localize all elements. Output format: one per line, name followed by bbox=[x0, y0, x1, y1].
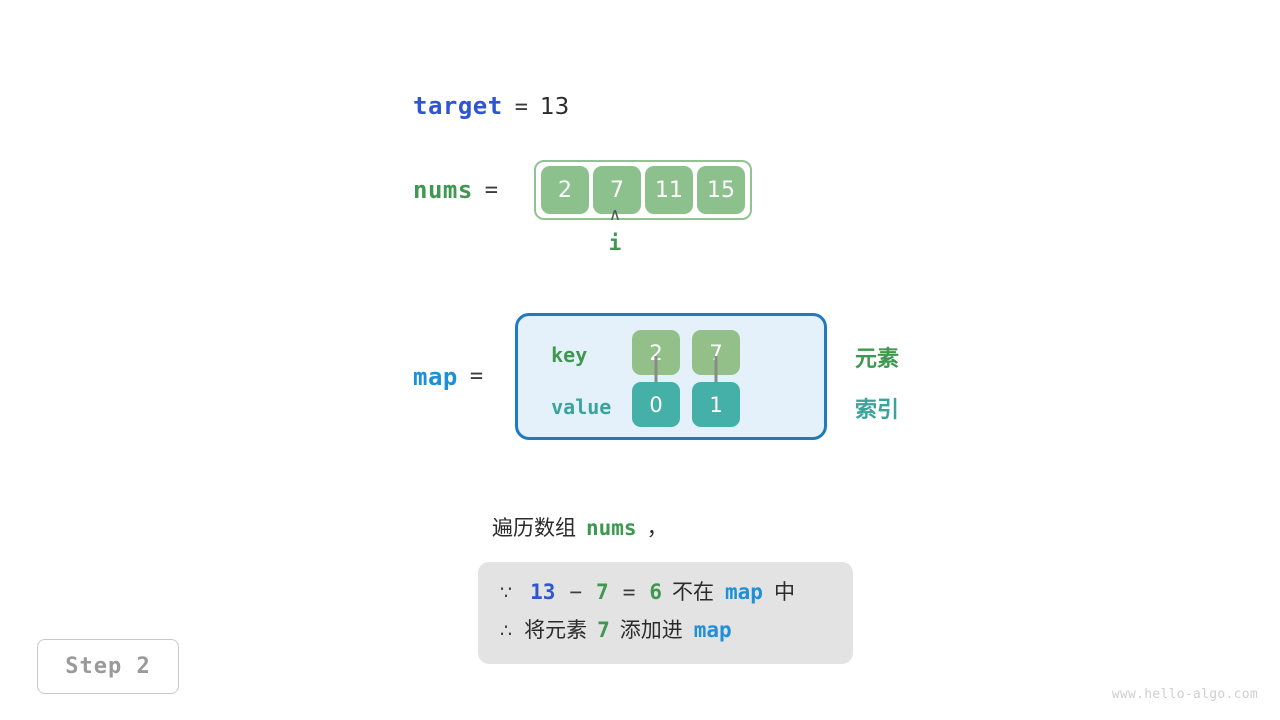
explanation-code-map: map bbox=[693, 618, 732, 642]
target-assignment-row: target = 13 bbox=[413, 92, 569, 120]
map-entry-column: 2 0 bbox=[632, 330, 681, 427]
map-index-side-label: 索引 bbox=[855, 398, 900, 423]
nums-array: 2 7 11 15 bbox=[534, 160, 753, 220]
map-variable-name: map bbox=[413, 362, 458, 391]
explanation-line-therefore: ∴ 将元素 7 添加进 map bbox=[500, 612, 831, 650]
explanation-not-in-text: 不在 bbox=[672, 580, 715, 604]
map-key-row-label: key bbox=[551, 343, 588, 367]
hash-map-container: key value 2 0 7 1 bbox=[515, 313, 828, 440]
narration-prefix: 遍历数组 bbox=[492, 516, 576, 540]
explanation-box: ∵ 13 − 7 = 6 不在 map 中 ∴ 将元素 7 添加进 map bbox=[478, 562, 853, 664]
nums-equals-sign: = bbox=[484, 177, 499, 203]
array-cell: 15 bbox=[697, 166, 746, 214]
target-variable-name: target bbox=[413, 92, 503, 120]
nums-assignment-row: nums = 2 7 11 15 bbox=[413, 160, 753, 220]
array-cell: 2 bbox=[541, 166, 590, 214]
array-cell: 7 bbox=[593, 166, 642, 214]
explanation-target-number: 13 bbox=[530, 580, 556, 604]
array-cell: 11 bbox=[645, 166, 694, 214]
index-pointer-label: i bbox=[608, 231, 622, 255]
explanation-code-map: map bbox=[725, 580, 763, 604]
map-key-cell: 7 bbox=[692, 330, 741, 397]
index-pointer-group: ∧ i bbox=[590, 205, 640, 256]
map-value-cell: 0 bbox=[632, 382, 681, 427]
narration-suffix: ， bbox=[646, 516, 668, 540]
caret-up-icon: ∧ bbox=[608, 205, 622, 225]
because-symbol: ∵ bbox=[500, 582, 513, 604]
narration-text: 遍历数组 nums ， bbox=[492, 512, 668, 542]
map-entry-column: 7 1 bbox=[692, 330, 741, 427]
map-value-row-label: value bbox=[551, 395, 612, 419]
equals-operator: = bbox=[622, 580, 636, 604]
explanation-result-number: 6 bbox=[649, 580, 663, 604]
step-badge: Step 2 bbox=[37, 639, 179, 694]
map-value-cell: 1 bbox=[692, 382, 741, 427]
explanation-in-suffix: 中 bbox=[773, 580, 795, 604]
map-equals-sign: = bbox=[469, 364, 484, 389]
explanation-added-number: 7 bbox=[597, 618, 610, 642]
map-element-side-label: 元素 bbox=[855, 347, 900, 372]
explanation-add-element-text: 将元素 bbox=[524, 618, 588, 642]
target-value: 13 bbox=[539, 94, 570, 120]
explanation-line-because: ∵ 13 − 7 = 6 不在 map 中 bbox=[500, 574, 831, 612]
target-equals-sign: = bbox=[514, 95, 528, 120]
therefore-symbol: ∴ bbox=[500, 620, 513, 642]
narration-code-nums: nums bbox=[586, 516, 637, 540]
nums-variable-name: nums bbox=[413, 176, 473, 204]
explanation-current-number: 7 bbox=[596, 580, 609, 604]
minus-operator: − bbox=[569, 580, 583, 604]
explanation-add-into-text: 添加进 bbox=[619, 618, 683, 642]
watermark: www.hello-algo.com bbox=[1111, 687, 1258, 702]
map-assignment-row: map = key value 2 0 7 1 bbox=[413, 313, 828, 440]
map-key-cell: 2 bbox=[632, 330, 681, 397]
